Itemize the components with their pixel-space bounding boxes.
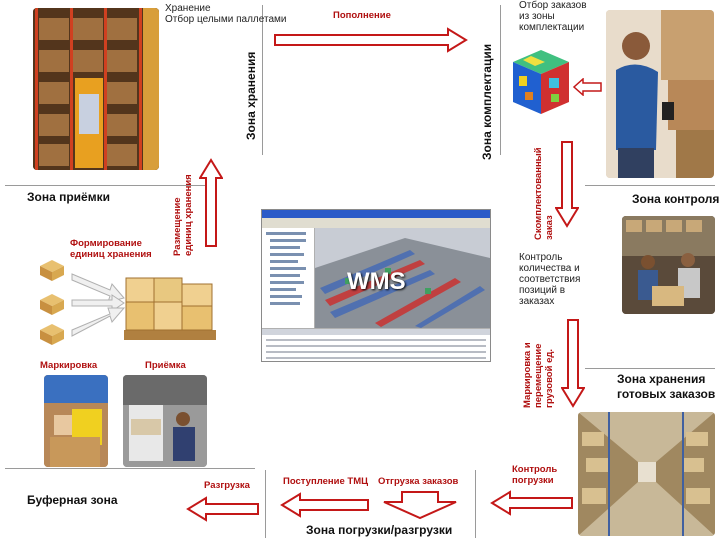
finished-orders-warehouse-photo [578, 412, 715, 536]
buffer-zone-label: Буферная зона [27, 493, 118, 507]
arrow-right-icon [274, 27, 468, 53]
pallet-icon [124, 277, 216, 340]
arrow-left-icon [490, 490, 573, 516]
marking-label: Маркировка [40, 360, 98, 371]
divider-loading-right [475, 470, 476, 538]
unit-formation-label: Формирование единиц хранения [70, 238, 152, 260]
finished-orders-zone-label: Зона хранения готовых заказов [617, 372, 716, 401]
arrow-down-icon [383, 491, 457, 520]
order-shipment-label: Отгрузка заказов [378, 476, 459, 487]
converging-arrows [71, 273, 126, 337]
storage-top-label: Хранение Отбор целыми паллетами [165, 3, 287, 25]
divider-storage-right [262, 5, 263, 155]
arrow-down-icon [561, 319, 585, 408]
divider-picking-left [500, 5, 501, 155]
divider-control [585, 185, 715, 186]
control-zone-label: Зона контроля [632, 192, 720, 206]
marking-move-vertical-label: Маркировка и перемещение грузовой ед. [522, 342, 555, 408]
wms-tree-panel [262, 228, 315, 328]
cube-icon [513, 50, 569, 114]
goods-receipt-label: Поступление ТМЦ [283, 476, 369, 487]
storage-racks-photo [33, 8, 159, 170]
control-workers-photo [622, 216, 715, 314]
arrow-down-icon [555, 141, 579, 228]
quantity-control-label: Контроль количества и соответствия позиц… [519, 252, 581, 307]
wms-label: WMS [347, 268, 406, 295]
order-pick-label: Отбор заказов из зоны комплектации [519, 0, 587, 33]
divider-loading-left [265, 470, 266, 538]
storage-zone-vertical-label: Зона хранения [244, 51, 258, 140]
wms-grid-panel [262, 328, 490, 361]
wms-3d-view [315, 228, 490, 328]
placement-vertical-label: Размещение единиц хранения [172, 174, 194, 256]
arrow-up-icon [199, 158, 223, 247]
marking-photo [44, 375, 108, 467]
divider-finished [585, 368, 715, 369]
box-icon [40, 324, 64, 345]
picking-zone-vertical-label: Зона комплектации [480, 43, 494, 160]
acceptance-photo [123, 375, 207, 467]
loading-zone-label: Зона погрузки/разгрузки [306, 523, 453, 537]
divider-top-left [5, 185, 215, 186]
arrow-left-icon [186, 496, 259, 522]
receiving-zone-label: Зона приёмки [27, 190, 110, 204]
box-icon [40, 260, 64, 281]
divider-receiving-bottom [5, 468, 255, 469]
arrow-left-icon [280, 492, 369, 518]
box-icon [40, 294, 64, 315]
wms-screenshot: WMS [261, 209, 491, 362]
loading-control-label: Контроль погрузки [512, 464, 558, 486]
arrow-left-icon [573, 78, 602, 96]
acceptance-label: Приёмка [145, 360, 186, 371]
replenish-label: Пополнение [333, 10, 391, 21]
assembled-order-vertical-label: Скомплектованный заказ [533, 147, 555, 240]
wms-titlebar [262, 210, 490, 218]
unloading-label: Разгрузка [204, 480, 250, 491]
picker-worker-photo [606, 10, 714, 178]
